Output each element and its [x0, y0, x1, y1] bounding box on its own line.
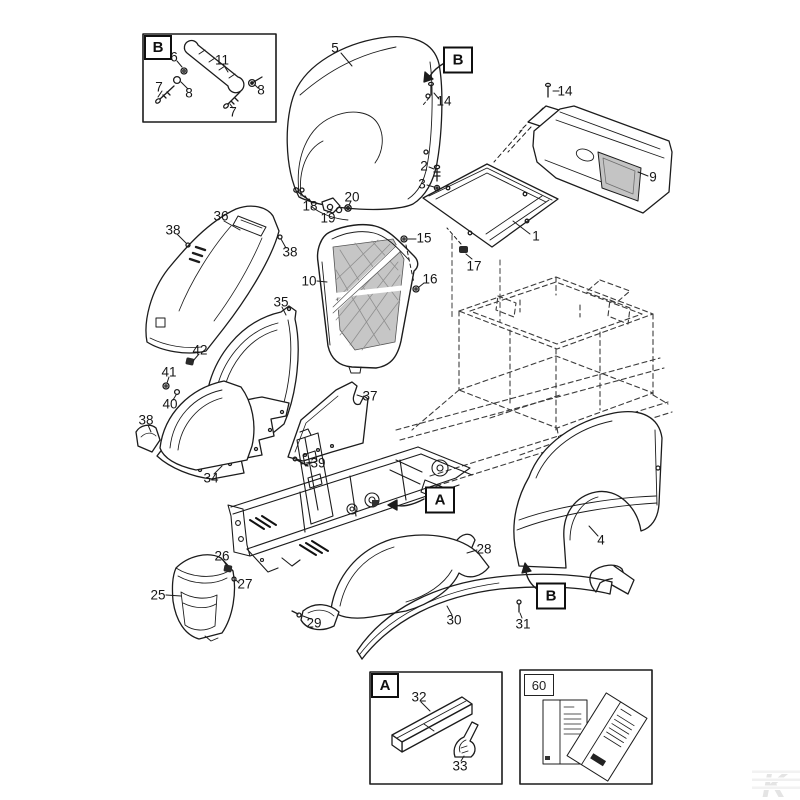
callout-3-label: 3	[418, 176, 426, 192]
ref-label-b-hood: B	[443, 46, 473, 74]
callout-39-label: 39	[310, 455, 326, 471]
callout-28-label: 28	[476, 541, 492, 557]
part-grille-10	[316, 223, 419, 374]
callout-10-label: 10	[301, 273, 317, 289]
hardware-18-19-20	[293, 187, 352, 214]
callout-38c-label: 38	[138, 412, 154, 428]
watermark-logo: K	[752, 767, 800, 800]
part-arc-30	[356, 564, 635, 660]
part-plate-37	[287, 381, 369, 467]
part-cover-25	[165, 554, 240, 642]
callout-20-label: 20	[344, 189, 360, 205]
callout-7a-label: 7	[155, 79, 163, 95]
callout-14b-label: 14	[557, 83, 573, 99]
callout-4-label: 4	[597, 532, 605, 548]
callout-19-label: 19	[320, 210, 336, 226]
detail-box-b-label: B	[144, 35, 172, 60]
part-console-36	[145, 205, 287, 354]
callout-38b-label: 38	[282, 244, 298, 260]
callout-16-label: 16	[422, 271, 438, 287]
part-fender-40-plate-34	[135, 353, 290, 480]
callout-1-label: 1	[532, 228, 540, 244]
callout-8a-label: 8	[185, 85, 193, 101]
callout-37-label: 37	[362, 388, 378, 404]
callout-33-label: 33	[452, 758, 468, 774]
callout-29-label: 29	[306, 615, 322, 631]
callout-9-label: 9	[649, 169, 657, 185]
callout-36-label: 36	[213, 208, 229, 224]
callout-41-label: 41	[161, 364, 177, 380]
part-fender-28	[291, 533, 490, 631]
callout-15-label: 15	[416, 230, 432, 246]
ref-label-b-fender: B	[536, 582, 566, 610]
callout-2-label: 2	[420, 158, 428, 174]
part-rear-fender-4	[513, 411, 663, 590]
callout-6-label: 6	[170, 49, 178, 65]
ref-a-arrow	[387, 498, 425, 511]
callout-11-label: 11	[214, 52, 230, 68]
callout-27-label: 27	[237, 576, 253, 592]
manuals-box-60-label: 60	[524, 674, 554, 696]
part-side-panel-9	[507, 82, 673, 214]
callout-5-label: 5	[331, 40, 339, 56]
callout-25-label: 25	[150, 587, 166, 603]
detail-box-a-label: A	[371, 673, 399, 698]
part-floor-plate-1	[400, 129, 559, 323]
callout-35-label: 35	[273, 294, 289, 310]
callout-18-label: 18	[302, 198, 318, 214]
callout-38a-label: 38	[165, 222, 181, 238]
callout-8b-label: 8	[257, 82, 265, 98]
callout-17-label: 17	[466, 258, 482, 274]
callout-42-label: 42	[192, 342, 208, 358]
callout-14a-label: 14	[436, 93, 452, 109]
callout-40-label: 40	[162, 396, 178, 412]
part-hood-5	[286, 36, 447, 221]
chassis-frame-dashed	[395, 276, 673, 487]
callout-26-label: 26	[214, 548, 230, 564]
ref-label-a-chassis: A	[425, 486, 455, 514]
chassis-front-solid	[227, 428, 473, 573]
callout-30-label: 30	[446, 612, 462, 628]
callout-31-label: 31	[515, 616, 531, 632]
callout-7b-label: 7	[229, 104, 237, 120]
callout-32-label: 32	[411, 689, 427, 705]
callout-34-label: 34	[203, 470, 219, 486]
